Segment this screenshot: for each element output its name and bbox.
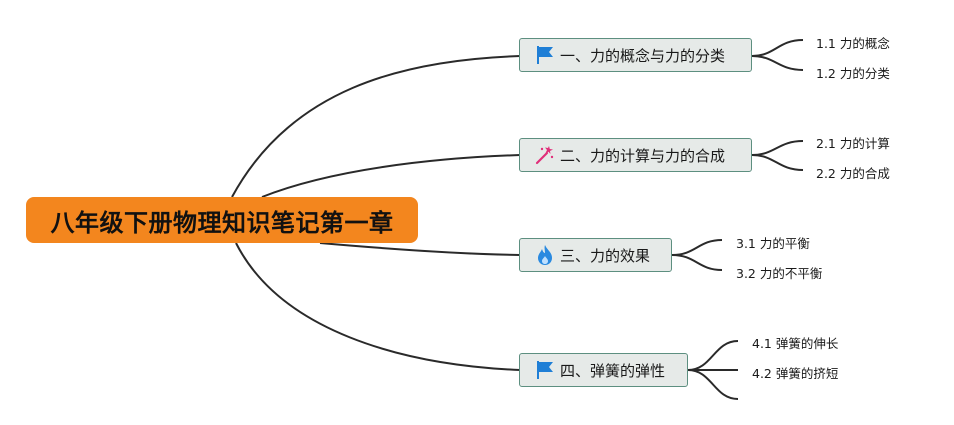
subtopic-2-2[interactable]: 2.2 力的合成 — [816, 166, 890, 181]
link-root-topic-1 — [231, 55, 521, 198]
link-topic-2-sub-1 — [751, 140, 804, 156]
link-topic-4-sub-1 — [687, 340, 739, 371]
subtopic-1-1[interactable]: 1.1 力的概念 — [816, 36, 890, 51]
topic-1[interactable]: 一、力的概念与力的分类 — [519, 38, 752, 72]
subtopic-4-1[interactable]: 4.1 弹簧的伸长 — [752, 336, 839, 351]
subtopic-3-1[interactable]: 3.1 力的平衡 — [736, 236, 810, 251]
link-root-topic-2 — [261, 154, 521, 198]
flag-icon — [534, 359, 556, 381]
topic-4[interactable]: 四、弹簧的弹性 — [519, 353, 688, 387]
link-topic-4-sub-3 — [687, 369, 739, 400]
root-topic[interactable]: 八年级下册物理知识笔记第一章 — [26, 197, 418, 243]
link-root-topic-3 — [319, 242, 521, 256]
topic-2-label: 二、力的计算与力的合成 — [560, 146, 726, 165]
link-topic-1-sub-1 — [751, 39, 804, 57]
flame-icon — [534, 244, 556, 266]
link-topic-2-sub-2 — [751, 154, 804, 171]
link-topic-1-sub-2 — [751, 55, 804, 71]
magic-wand-icon — [534, 144, 556, 166]
topic-2[interactable]: 二、力的计算与力的合成 — [519, 138, 752, 172]
subtopic-2-1[interactable]: 2.1 力的计算 — [816, 136, 890, 151]
topic-3[interactable]: 三、力的效果 — [519, 238, 672, 272]
link-topic-3-sub-2 — [671, 254, 723, 271]
flag-icon — [534, 44, 556, 66]
subtopic-3-2[interactable]: 3.2 力的不平衡 — [736, 266, 823, 281]
root-topic-label: 八年级下册物理知识笔记第一章 — [50, 208, 394, 237]
subtopic-4-2[interactable]: 4.2 弹簧的挤短 — [752, 366, 839, 381]
topic-1-label: 一、力的概念与力的分类 — [560, 46, 726, 65]
subtopic-1-2[interactable]: 1.2 力的分类 — [816, 66, 890, 81]
link-root-topic-4 — [235, 242, 521, 371]
topic-3-label: 三、力的效果 — [560, 246, 651, 265]
topic-4-label: 四、弹簧的弹性 — [560, 361, 666, 380]
link-topic-3-sub-1 — [671, 239, 723, 256]
